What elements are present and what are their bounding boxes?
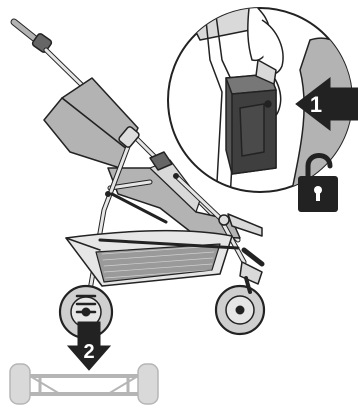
zoom-callout: 1 <box>168 0 358 200</box>
folded-frame-ghost <box>10 364 158 404</box>
step-2-number: 2 <box>83 341 94 363</box>
step-1-number: 1 <box>310 92 322 117</box>
